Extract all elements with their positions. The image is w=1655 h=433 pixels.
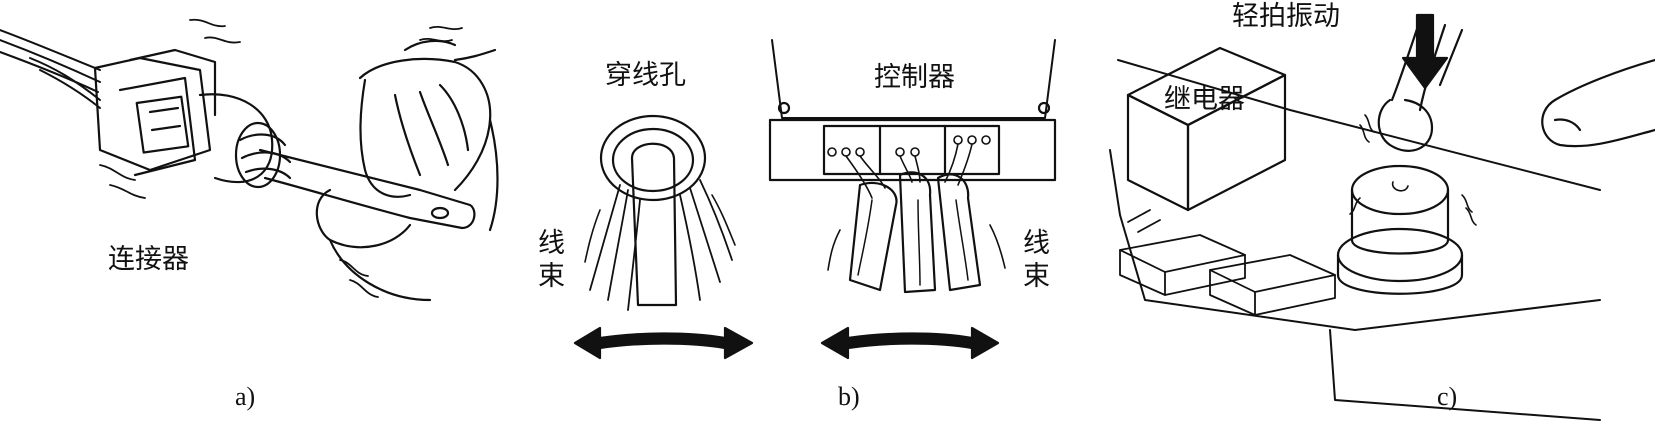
- harness-bundle-strands: [857, 199, 969, 286]
- label-harness-left: 线束: [533, 228, 564, 294]
- label-grommet: 穿线孔: [605, 60, 686, 91]
- tapping-tool: [258, 148, 476, 230]
- panel-a-illustration: [0, 18, 499, 302]
- swing-arrow-right: [820, 326, 1000, 360]
- controller-pins: [827, 135, 991, 157]
- swing-arrow-left: [573, 326, 754, 360]
- panel-c-illustration: [1109, 13, 1655, 421]
- caption-a: a): [235, 382, 256, 411]
- label-tap-vibration: 轻拍振动: [1232, 1, 1340, 32]
- connector-body: [93, 48, 292, 189]
- harness-bundle-1: [848, 181, 898, 292]
- motion-lines-b1: [584, 194, 736, 263]
- hand-a: [315, 39, 499, 302]
- label-harness-right: 线束: [1018, 228, 1049, 294]
- tap-arrow-down: [1401, 13, 1449, 90]
- label-connector: 连接器: [108, 244, 189, 275]
- connector-cables: [0, 29, 101, 109]
- controller-box: [768, 118, 1057, 182]
- panel-b-grommet-illustration: [573, 114, 754, 360]
- label-relay: 继电器: [1164, 84, 1245, 115]
- panel-b-controller-illustration: [768, 39, 1057, 360]
- capacitor: [1336, 164, 1464, 295]
- relay-box: [1126, 46, 1287, 212]
- grommet-harness: [630, 142, 678, 307]
- pcb-board: [1109, 59, 1601, 421]
- caption-b: b): [838, 382, 860, 411]
- motion-lines-a: [99, 18, 463, 298]
- label-controller: 控制器: [874, 62, 955, 93]
- motion-lines-b2: [827, 224, 1006, 271]
- hand-c: [1541, 58, 1655, 148]
- caption-c: c): [1437, 382, 1458, 411]
- harness-bundle-2: [898, 171, 937, 294]
- motion-lines-c: [1349, 114, 1477, 226]
- grommet-inner-ring: [611, 127, 695, 193]
- grommet-outer-ring: [599, 114, 707, 202]
- harness-bundle-3: [936, 173, 982, 292]
- lower-components: [1119, 209, 1336, 316]
- controller-wires: [845, 143, 973, 199]
- harness-strands-left: [589, 179, 733, 311]
